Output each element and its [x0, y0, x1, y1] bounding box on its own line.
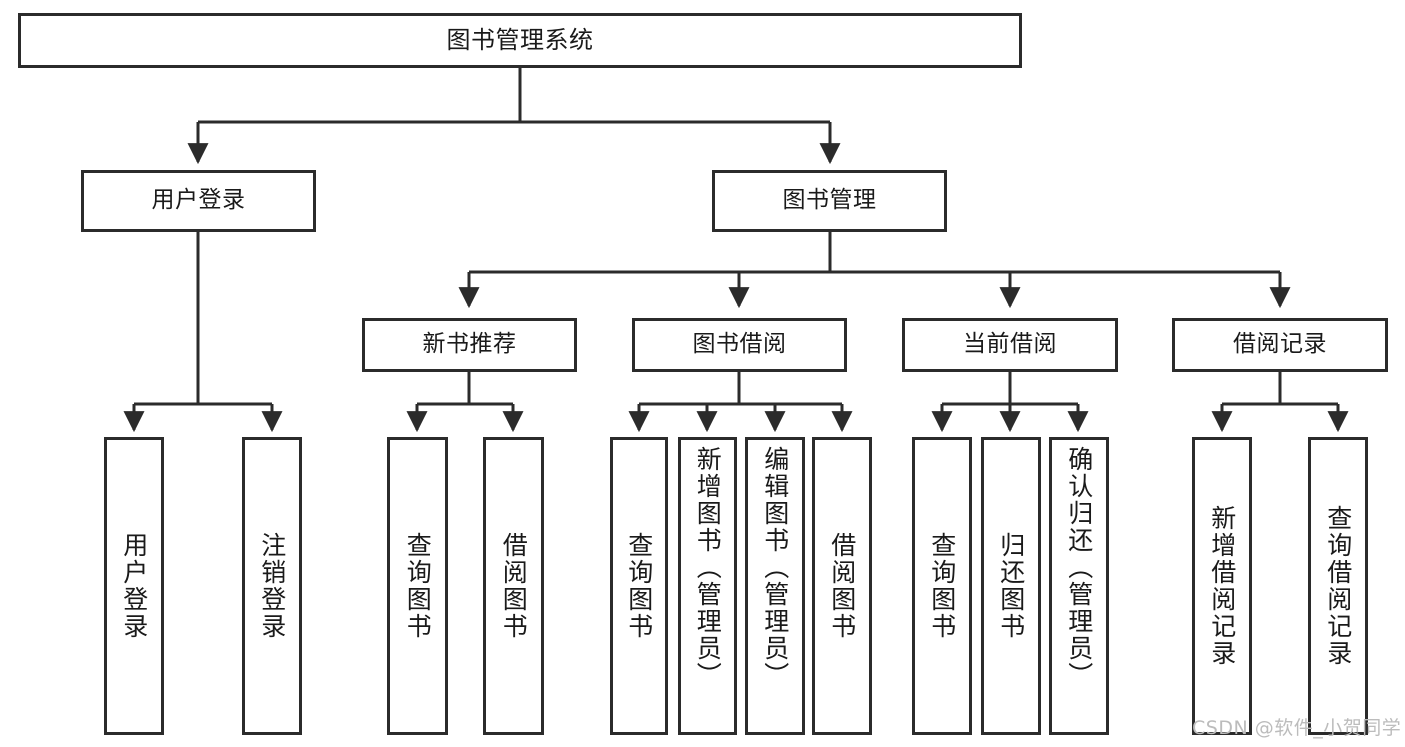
node-borrow-book-label: 图书借阅 [692, 331, 787, 358]
node-leaf-newbook-borrow[interactable]: 借阅图书 [483, 437, 544, 735]
node-leaf-current-query[interactable]: 查询图书 [912, 437, 972, 735]
node-leaf-current-return-label: 归还图书 [996, 532, 1026, 640]
node-leaf-borrow-edit-label: 编辑图书（管理员） [760, 446, 790, 689]
node-leaf-user-login[interactable]: 用户登录 [104, 437, 164, 735]
node-user-login[interactable]: 用户登录 [81, 170, 316, 232]
node-leaf-newbook-borrow-label: 借阅图书 [499, 532, 529, 640]
node-leaf-user-logout[interactable]: 注销登录 [242, 437, 302, 735]
node-book-manage-label: 图书管理 [782, 187, 877, 214]
node-leaf-record-query-label: 查询借阅记录 [1323, 505, 1353, 667]
node-current-borrow[interactable]: 当前借阅 [902, 318, 1118, 372]
node-user-login-label: 用户登录 [151, 187, 246, 214]
node-leaf-record-add-label: 新增借阅记录 [1207, 505, 1237, 667]
node-borrow-record[interactable]: 借阅记录 [1172, 318, 1388, 372]
node-borrow-book[interactable]: 图书借阅 [632, 318, 847, 372]
node-leaf-current-confirm-label: 确认归还（管理员） [1064, 446, 1094, 689]
node-leaf-current-return[interactable]: 归还图书 [981, 437, 1041, 735]
node-leaf-current-query-label: 查询图书 [927, 532, 957, 640]
node-root[interactable]: 图书管理系统 [18, 13, 1022, 68]
node-root-label: 图书管理系统 [446, 26, 594, 55]
node-book-manage[interactable]: 图书管理 [712, 170, 947, 232]
node-leaf-record-query[interactable]: 查询借阅记录 [1308, 437, 1368, 735]
node-leaf-borrow-lend-label: 借阅图书 [827, 532, 857, 640]
node-leaf-borrow-add[interactable]: 新增图书（管理员） [678, 437, 737, 735]
node-new-book[interactable]: 新书推荐 [362, 318, 577, 372]
node-leaf-borrow-query-label: 查询图书 [624, 532, 654, 640]
node-leaf-current-confirm[interactable]: 确认归还（管理员） [1049, 437, 1109, 735]
node-leaf-newbook-query[interactable]: 查询图书 [387, 437, 448, 735]
csdn-watermark: CSDN @软件_小贺同学 [1192, 717, 1402, 739]
node-leaf-borrow-lend[interactable]: 借阅图书 [812, 437, 872, 735]
node-leaf-newbook-query-label: 查询图书 [403, 532, 433, 640]
node-borrow-record-label: 借阅记录 [1233, 331, 1327, 358]
node-leaf-borrow-query[interactable]: 查询图书 [610, 437, 668, 735]
node-current-borrow-label: 当前借阅 [963, 331, 1057, 358]
node-leaf-borrow-edit[interactable]: 编辑图书（管理员） [745, 437, 805, 735]
node-leaf-user-login-label: 用户登录 [119, 532, 149, 640]
node-new-book-label: 新书推荐 [422, 331, 517, 358]
node-leaf-record-add[interactable]: 新增借阅记录 [1192, 437, 1252, 735]
node-leaf-borrow-add-label: 新增图书（管理员） [693, 446, 723, 689]
node-leaf-user-logout-label: 注销登录 [257, 532, 287, 640]
